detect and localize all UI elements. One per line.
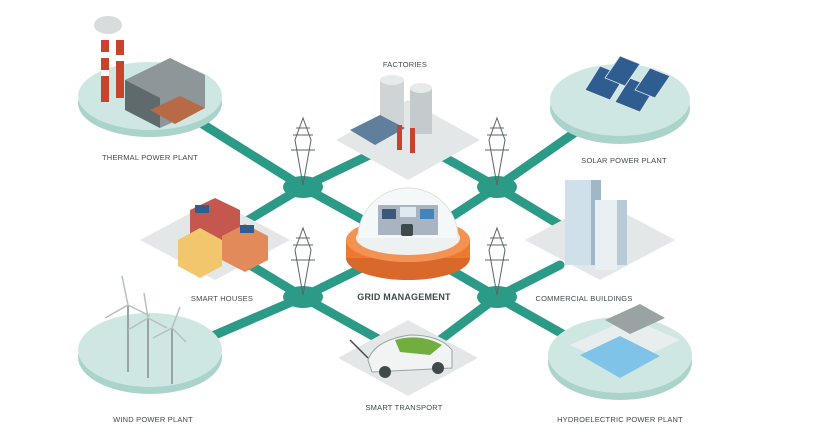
pylon-icons — [291, 116, 509, 296]
platform-thermal — [78, 16, 222, 137]
label-thermal-power-plant: THERMAL POWER PLANT — [101, 153, 199, 162]
label-smart-houses: SMART HOUSES — [190, 294, 254, 303]
label-hydroelectric-power-plant: HYDROELECTRIC POWER PLANT — [557, 415, 683, 424]
label-smart-transport: SMART TRANSPORT — [365, 403, 443, 412]
label-solar-power-plant: SOLAR POWER PLANT — [581, 156, 667, 165]
diamond-commercial — [525, 180, 675, 280]
platform-wind — [78, 275, 222, 394]
diamond-smart-houses — [140, 198, 290, 280]
label-wind-power-plant: WIND POWER PLANT — [113, 415, 193, 424]
grid-management-hub — [346, 187, 470, 280]
platform-solar — [550, 55, 690, 144]
hubs — [283, 176, 517, 308]
label-grid-management: GRID MANAGEMENT — [357, 292, 451, 302]
label-commercial-buildings: COMMERCIAL BUILDINGS — [535, 294, 633, 303]
diamond-transport — [338, 320, 478, 396]
platform-hydro — [548, 304, 692, 400]
diamond-factories — [336, 75, 480, 180]
label-factories: FACTORIES — [382, 60, 428, 69]
